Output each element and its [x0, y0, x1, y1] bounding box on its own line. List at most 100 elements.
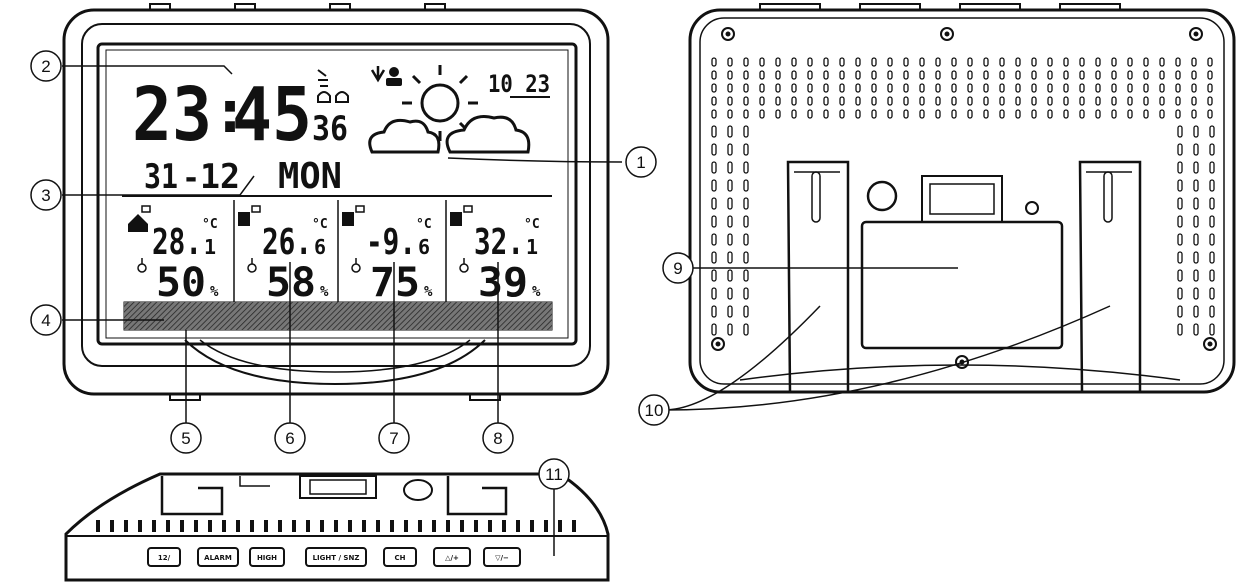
device-button-label: △/+ [445, 554, 459, 562]
vent-slot [743, 83, 749, 93]
callout-2: 2 [30, 50, 62, 82]
channel-temperature-decimal: 6 [418, 235, 430, 259]
date-month: 12 [200, 157, 240, 197]
bottom-vent-slot [572, 520, 576, 532]
device-button-4[interactable]: LIGHT / SNZ [305, 547, 367, 567]
vent-slot [1079, 109, 1085, 119]
vent-slot [1143, 57, 1149, 67]
vent-slot [919, 57, 925, 67]
bottom-vent-slot [544, 520, 548, 532]
vent-slot [1143, 109, 1149, 119]
vent-slot [775, 70, 781, 80]
callout-number: 6 [285, 429, 294, 448]
callout-number: 4 [41, 311, 50, 330]
vent-slot [1031, 109, 1037, 119]
callout-3: 3 [30, 179, 62, 211]
vent-slot [1193, 143, 1199, 156]
vent-slot [1111, 109, 1117, 119]
vent-slot [711, 323, 717, 336]
vent-slot [871, 57, 877, 67]
bottom-vent-slot [292, 520, 296, 532]
vent-slot [807, 96, 813, 106]
vent-slot [967, 96, 973, 106]
humidity-unit: % [320, 284, 329, 300]
vent-slot [1191, 57, 1197, 67]
device-button-3[interactable]: HIGH [249, 547, 285, 567]
vent-slot [711, 287, 717, 300]
device-button-2[interactable]: ALARM [197, 547, 239, 567]
vent-slot [711, 305, 717, 318]
bottom-vent-slot [432, 520, 436, 532]
device-button-label: CH [395, 554, 406, 562]
vent-slot [919, 96, 925, 106]
vent-slot [1127, 83, 1133, 93]
vent-slot [1015, 57, 1021, 67]
vent-slot [887, 83, 893, 93]
vent-slot [1191, 83, 1197, 93]
vent-slot [839, 70, 845, 80]
vent-slot [1127, 57, 1133, 67]
vent-slot [1191, 96, 1197, 106]
vent-slot [775, 83, 781, 93]
vent-slot [823, 70, 829, 80]
vent-slot [759, 57, 765, 67]
vent-slot [1177, 215, 1183, 228]
vent-slot [1175, 109, 1181, 119]
vent-slot [1159, 57, 1165, 67]
vent-slot [919, 70, 925, 80]
channel-temperature: 26. [262, 222, 312, 263]
vent-slot [807, 70, 813, 80]
vent-slot [919, 109, 925, 119]
vent-slot [711, 233, 717, 246]
bottom-vent-slot [306, 520, 310, 532]
vent-slot [951, 96, 957, 106]
vent-slot [1191, 109, 1197, 119]
vent-slot [775, 109, 781, 119]
vent-slot [727, 125, 733, 138]
temperature-unit: °C [416, 217, 432, 232]
callout-10: 10 [638, 394, 670, 426]
vent-slot [807, 83, 813, 93]
time-minute: 45 [232, 72, 312, 158]
vent-slot [1209, 323, 1215, 336]
bottom-slots [96, 520, 576, 532]
channel-temperature-decimal: 6 [314, 235, 326, 259]
vent-slot [855, 70, 861, 80]
vent-slot [887, 57, 893, 67]
vent-slot [1193, 161, 1199, 174]
vent-slot [1015, 70, 1021, 80]
device-button-label: 12/ [158, 554, 171, 562]
vent-slot [759, 83, 765, 93]
vent-slot [999, 57, 1005, 67]
vent-slot [903, 57, 909, 67]
vent-slot [967, 57, 973, 67]
vent-slot [743, 161, 749, 174]
corner-date: 10 23 [488, 70, 550, 98]
vent-slot [983, 70, 989, 80]
device-button-6[interactable]: △/+ [433, 547, 471, 567]
vent-slot [743, 251, 749, 264]
vent-slot [743, 197, 749, 210]
device-button-5[interactable]: CH [383, 547, 417, 567]
channel-humidity: 58 [266, 260, 316, 306]
date-day: 31 [144, 157, 178, 197]
bottom-vent-slot [530, 520, 534, 532]
vent-slot [1127, 109, 1133, 119]
vent-slot [839, 83, 845, 93]
vent-slot [983, 83, 989, 93]
device-button-1[interactable]: 12/ [147, 547, 181, 567]
vent-slot [711, 161, 717, 174]
vent-slot [743, 109, 749, 119]
bottom-vent-slot [194, 520, 198, 532]
vent-slot [711, 269, 717, 282]
bottom-vent-slot [96, 520, 100, 532]
thermometer-icon [137, 258, 147, 273]
vent-slot [1209, 287, 1215, 300]
bottom-vent-slot [208, 520, 212, 532]
vent-slot [1207, 70, 1213, 80]
vent-slot [1177, 161, 1183, 174]
vent-slot [791, 109, 797, 119]
device-button-7[interactable]: ▽/− [483, 547, 521, 567]
bottom-vent-slot [516, 520, 520, 532]
vent-slot [727, 215, 733, 228]
